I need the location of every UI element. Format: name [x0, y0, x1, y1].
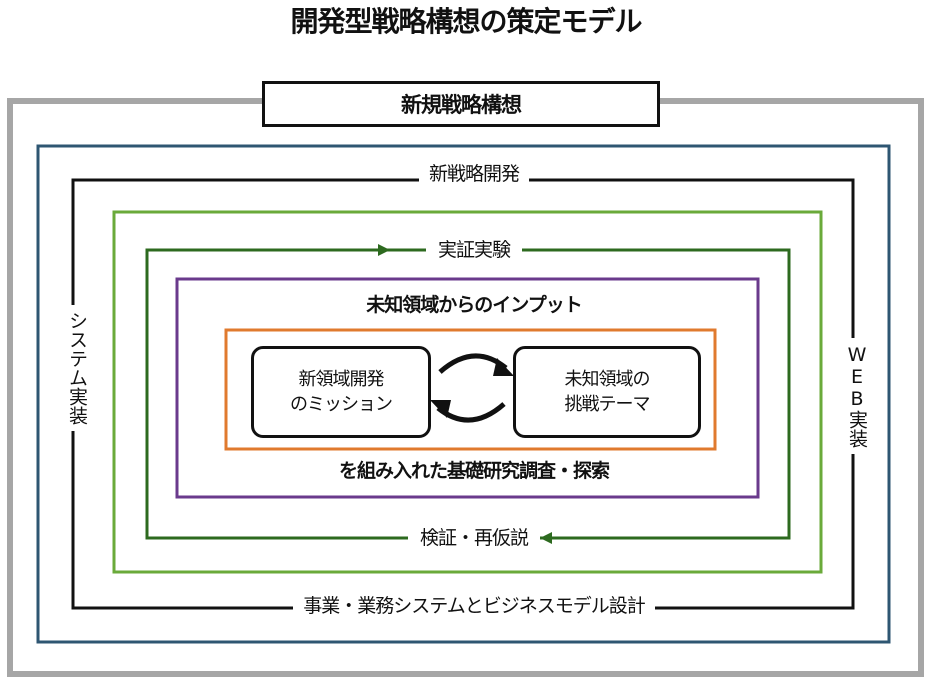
top-strategy-label: 新規戦略構想 [401, 93, 522, 117]
cycle-arrowhead-top [493, 358, 514, 376]
ring-purple-bottom-wrap: を組み入れた基礎研究調査・探索 [0, 462, 932, 481]
ring-purple-bottom-label: を組み入れた基礎研究調査・探索 [338, 460, 610, 482]
navy-frame [36, 144, 891, 644]
ring-black-bottom-wrap: 事業・業務システムとビジネスモデル設計 [0, 595, 932, 617]
core-left-line1: 新領域開発 [298, 368, 385, 390]
ring-black-top-wrap: 新戦略開発 [0, 163, 932, 185]
arrow-right-top [378, 244, 390, 256]
cycle-arrowhead-bottom [430, 400, 451, 418]
purple-frame [175, 277, 760, 499]
core-left-line2: のミッション [290, 394, 393, 415]
light-green-frame [112, 210, 823, 574]
core-left-box: 新領域開発 のミッション [251, 346, 431, 438]
ring-black-bottom-label: 事業・業務システムとビジネスモデル設計 [293, 595, 655, 617]
ring-green-top-label: 実証実験 [425, 239, 522, 261]
diagram-title: 開発型戦略構想の策定モデル [290, 5, 642, 38]
core-right-line1: 未知領域の [564, 368, 651, 390]
ring-green-bottom-wrap: 検証・再仮説 [0, 527, 932, 549]
left-vertical-label: システム実装 [64, 305, 91, 431]
ring-green-top-wrap: 実証実験 [0, 239, 932, 261]
top-strategy-box: 新規戦略構想 [262, 81, 660, 127]
core-right-box: 未知領域の 挑戦テーマ [513, 346, 701, 438]
core-right-line2: 挑戦テーマ [564, 394, 651, 415]
orange-frame [224, 328, 717, 451]
ring-purple-top-wrap: 未知領域からのインプット [0, 296, 932, 315]
arrow-left-bottom [540, 532, 552, 544]
right-vertical-label: WEB実装 [844, 338, 871, 454]
ring-purple-top-label: 未知領域からのインプット [366, 294, 582, 316]
ring-green-bottom-label: 検証・再仮説 [407, 527, 540, 549]
ring-black-top-label: 新戦略開発 [418, 163, 529, 185]
